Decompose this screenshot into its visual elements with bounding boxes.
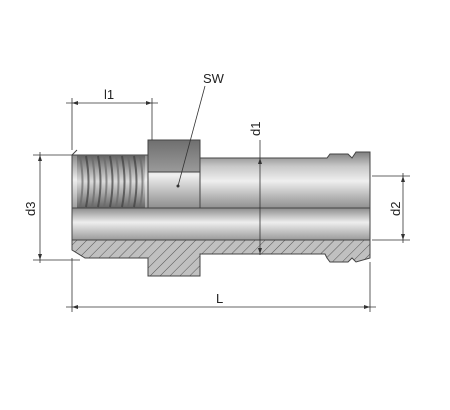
thread-ridge — [103, 155, 108, 208]
dimension-d1: d1 — [248, 122, 263, 255]
thread-ridge — [91, 155, 96, 208]
thread-ridge — [79, 155, 84, 208]
thread-detail — [77, 155, 145, 208]
dimension-sw: SW — [176, 71, 225, 188]
thread-ridge — [85, 155, 90, 208]
d1-label: d1 — [248, 122, 263, 136]
thread-ridge — [121, 155, 126, 208]
thread-ridge — [97, 155, 102, 208]
d2-label: d2 — [388, 202, 403, 216]
dimension-d3: d3 — [23, 152, 80, 263]
thread-ridge — [127, 155, 132, 208]
l1-label: l1 — [104, 87, 114, 102]
L-label: L — [216, 291, 223, 306]
dimension-L: L — [66, 258, 376, 312]
dimension-l1: l1 — [66, 87, 158, 150]
d3-label: d3 — [23, 202, 38, 216]
bore-channel — [71, 207, 371, 241]
section-view-lower — [71, 239, 371, 277]
thread-ridge — [115, 155, 120, 208]
thread-ridge — [133, 155, 138, 208]
dimension-d2: d2 — [372, 173, 410, 243]
thread-ridge — [139, 155, 144, 208]
thread-ridge — [109, 155, 114, 208]
sw-label: SW — [203, 71, 225, 86]
